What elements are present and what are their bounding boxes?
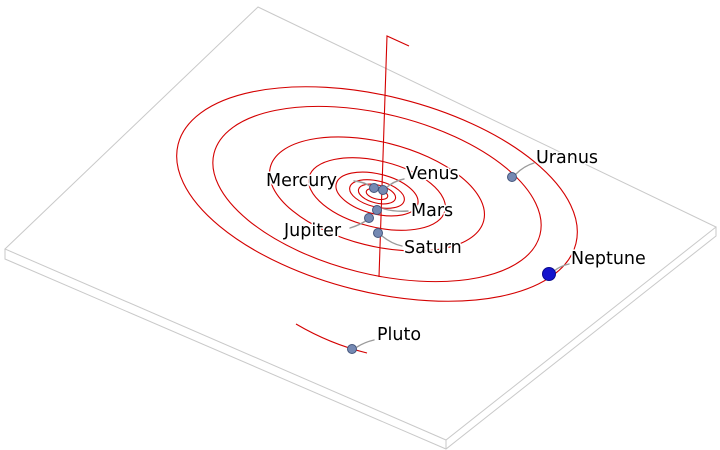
planet-label-venus: Venus [406, 164, 459, 184]
leader-saturn [381, 235, 403, 247]
orbit-rings [176, 86, 578, 302]
planet-marker-mars [372, 205, 382, 215]
planet-marker-mercury [369, 183, 379, 193]
planet-label-mercury: Mercury [266, 171, 337, 191]
planet-label-saturn: Saturn [404, 238, 462, 258]
planet-label-uranus: Uranus [536, 148, 598, 168]
planet-marker-pluto [347, 344, 357, 354]
orbit-jupiter [308, 157, 446, 231]
planet-marker-jupiter [364, 213, 374, 223]
planet-marker-saturn [373, 228, 383, 238]
planet-label-neptune: Neptune [571, 249, 646, 269]
leader-pluto [356, 339, 375, 348]
orbit-uranus [212, 105, 542, 283]
orbit-mars [335, 171, 419, 217]
planet-label-jupiter: Jupiter [283, 221, 342, 241]
planet-labels: Mercury Venus Mars Jupiter Saturn Uranus… [265, 147, 648, 347]
planet-label-pluto: Pluto [377, 325, 421, 345]
leader-uranus [515, 162, 535, 175]
planet-markers [347, 172, 556, 354]
orbit-venus [357, 183, 397, 205]
orbit-pluto-crossing-line [378, 35, 410, 278]
bounding-box-wireframe [4, 6, 717, 450]
orbit-pluto-arc [295, 323, 368, 354]
planet-marker-venus [378, 185, 388, 195]
planet-marker-neptune [542, 267, 556, 281]
orbit-saturn [268, 136, 486, 252]
leader-neptune [553, 263, 570, 272]
planet-marker-uranus [507, 172, 517, 182]
orbit-neptune [176, 86, 578, 302]
leader-mars [383, 208, 409, 212]
planet-label-mars: Mars [411, 201, 453, 221]
